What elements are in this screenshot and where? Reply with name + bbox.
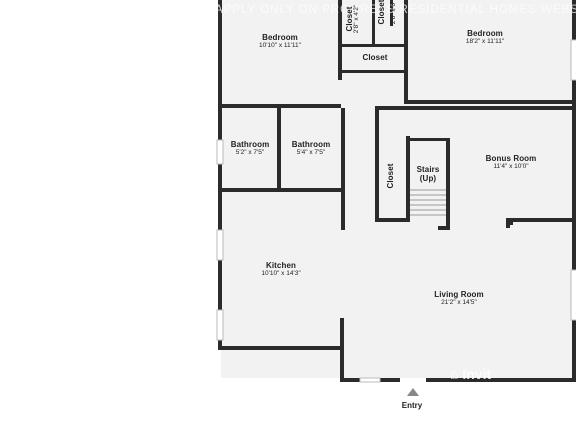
room-closet-hall: Closet — [348, 53, 402, 62]
entry-label: Entry — [401, 401, 423, 410]
logo-watermark: ⌂ Invit — [450, 366, 492, 382]
room-dimensions: 2'8" x 6' — [390, 1, 397, 25]
walls — [218, 0, 576, 382]
room-name: Bedroom — [262, 33, 298, 42]
room-stairs: Stairs (Up) — [410, 165, 446, 183]
room-dimensions: 18'2" x 11'11" — [465, 38, 505, 46]
room-dimensions: 5'2" x 7'5" — [235, 149, 265, 157]
room-closet-2: Closet — [377, 0, 390, 34]
room-name: Bathroom — [230, 140, 270, 149]
room-dimensions: 5'4" x 7'5" — [296, 149, 326, 157]
room-name: Closet — [386, 163, 395, 189]
room-dimensions: 10'10" x 11'11" — [259, 42, 301, 50]
room-name: Bonus Room — [485, 154, 537, 163]
room-living-room: Living Room 21'2" x 14'5" — [414, 290, 504, 307]
room-kitchen: Kitchen 10'10" x 14'3" — [236, 261, 326, 278]
room-dimensions: 21'2" x 14'5" — [441, 299, 477, 307]
entry-arrow-icon — [407, 388, 419, 396]
room-dimensions: 10'10" x 14'3" — [261, 270, 301, 278]
room-name: Bedroom — [467, 29, 503, 38]
room-closet-1: Closet 2'8" x 4'2" — [345, 0, 368, 38]
room-dimensions: 11'4" x 10'0" — [493, 163, 529, 171]
room-name: Kitchen — [265, 261, 297, 270]
room-name: Living Room — [434, 290, 484, 299]
room-name: Bathroom — [291, 140, 331, 149]
room-bedroom-2: Bedroom 18'2" x 11'11" — [440, 29, 530, 46]
room-bedroom-1: Bedroom 10'10" x 11'11" — [235, 33, 325, 50]
room-closet-3: 2'8" x 6' — [390, 0, 405, 26]
room-dimensions: 2'8" x 4'2" — [353, 4, 361, 34]
stairs-direction: (Up) — [419, 174, 437, 184]
room-name: Stairs — [416, 165, 440, 174]
room-bonus-room: Bonus Room 11'4" x 10'0" — [466, 154, 556, 171]
windows — [216, 39, 576, 383]
stair-treads — [410, 189, 446, 216]
room-name: Closet — [377, 0, 386, 25]
room-name: Closet — [362, 53, 388, 62]
room-closet-stair: Closet — [386, 156, 399, 196]
room-bathroom-1: Bathroom 5'2" x 7'5" — [222, 140, 278, 157]
room-bathroom-2: Bathroom 5'4" x 7'5" — [281, 140, 341, 157]
